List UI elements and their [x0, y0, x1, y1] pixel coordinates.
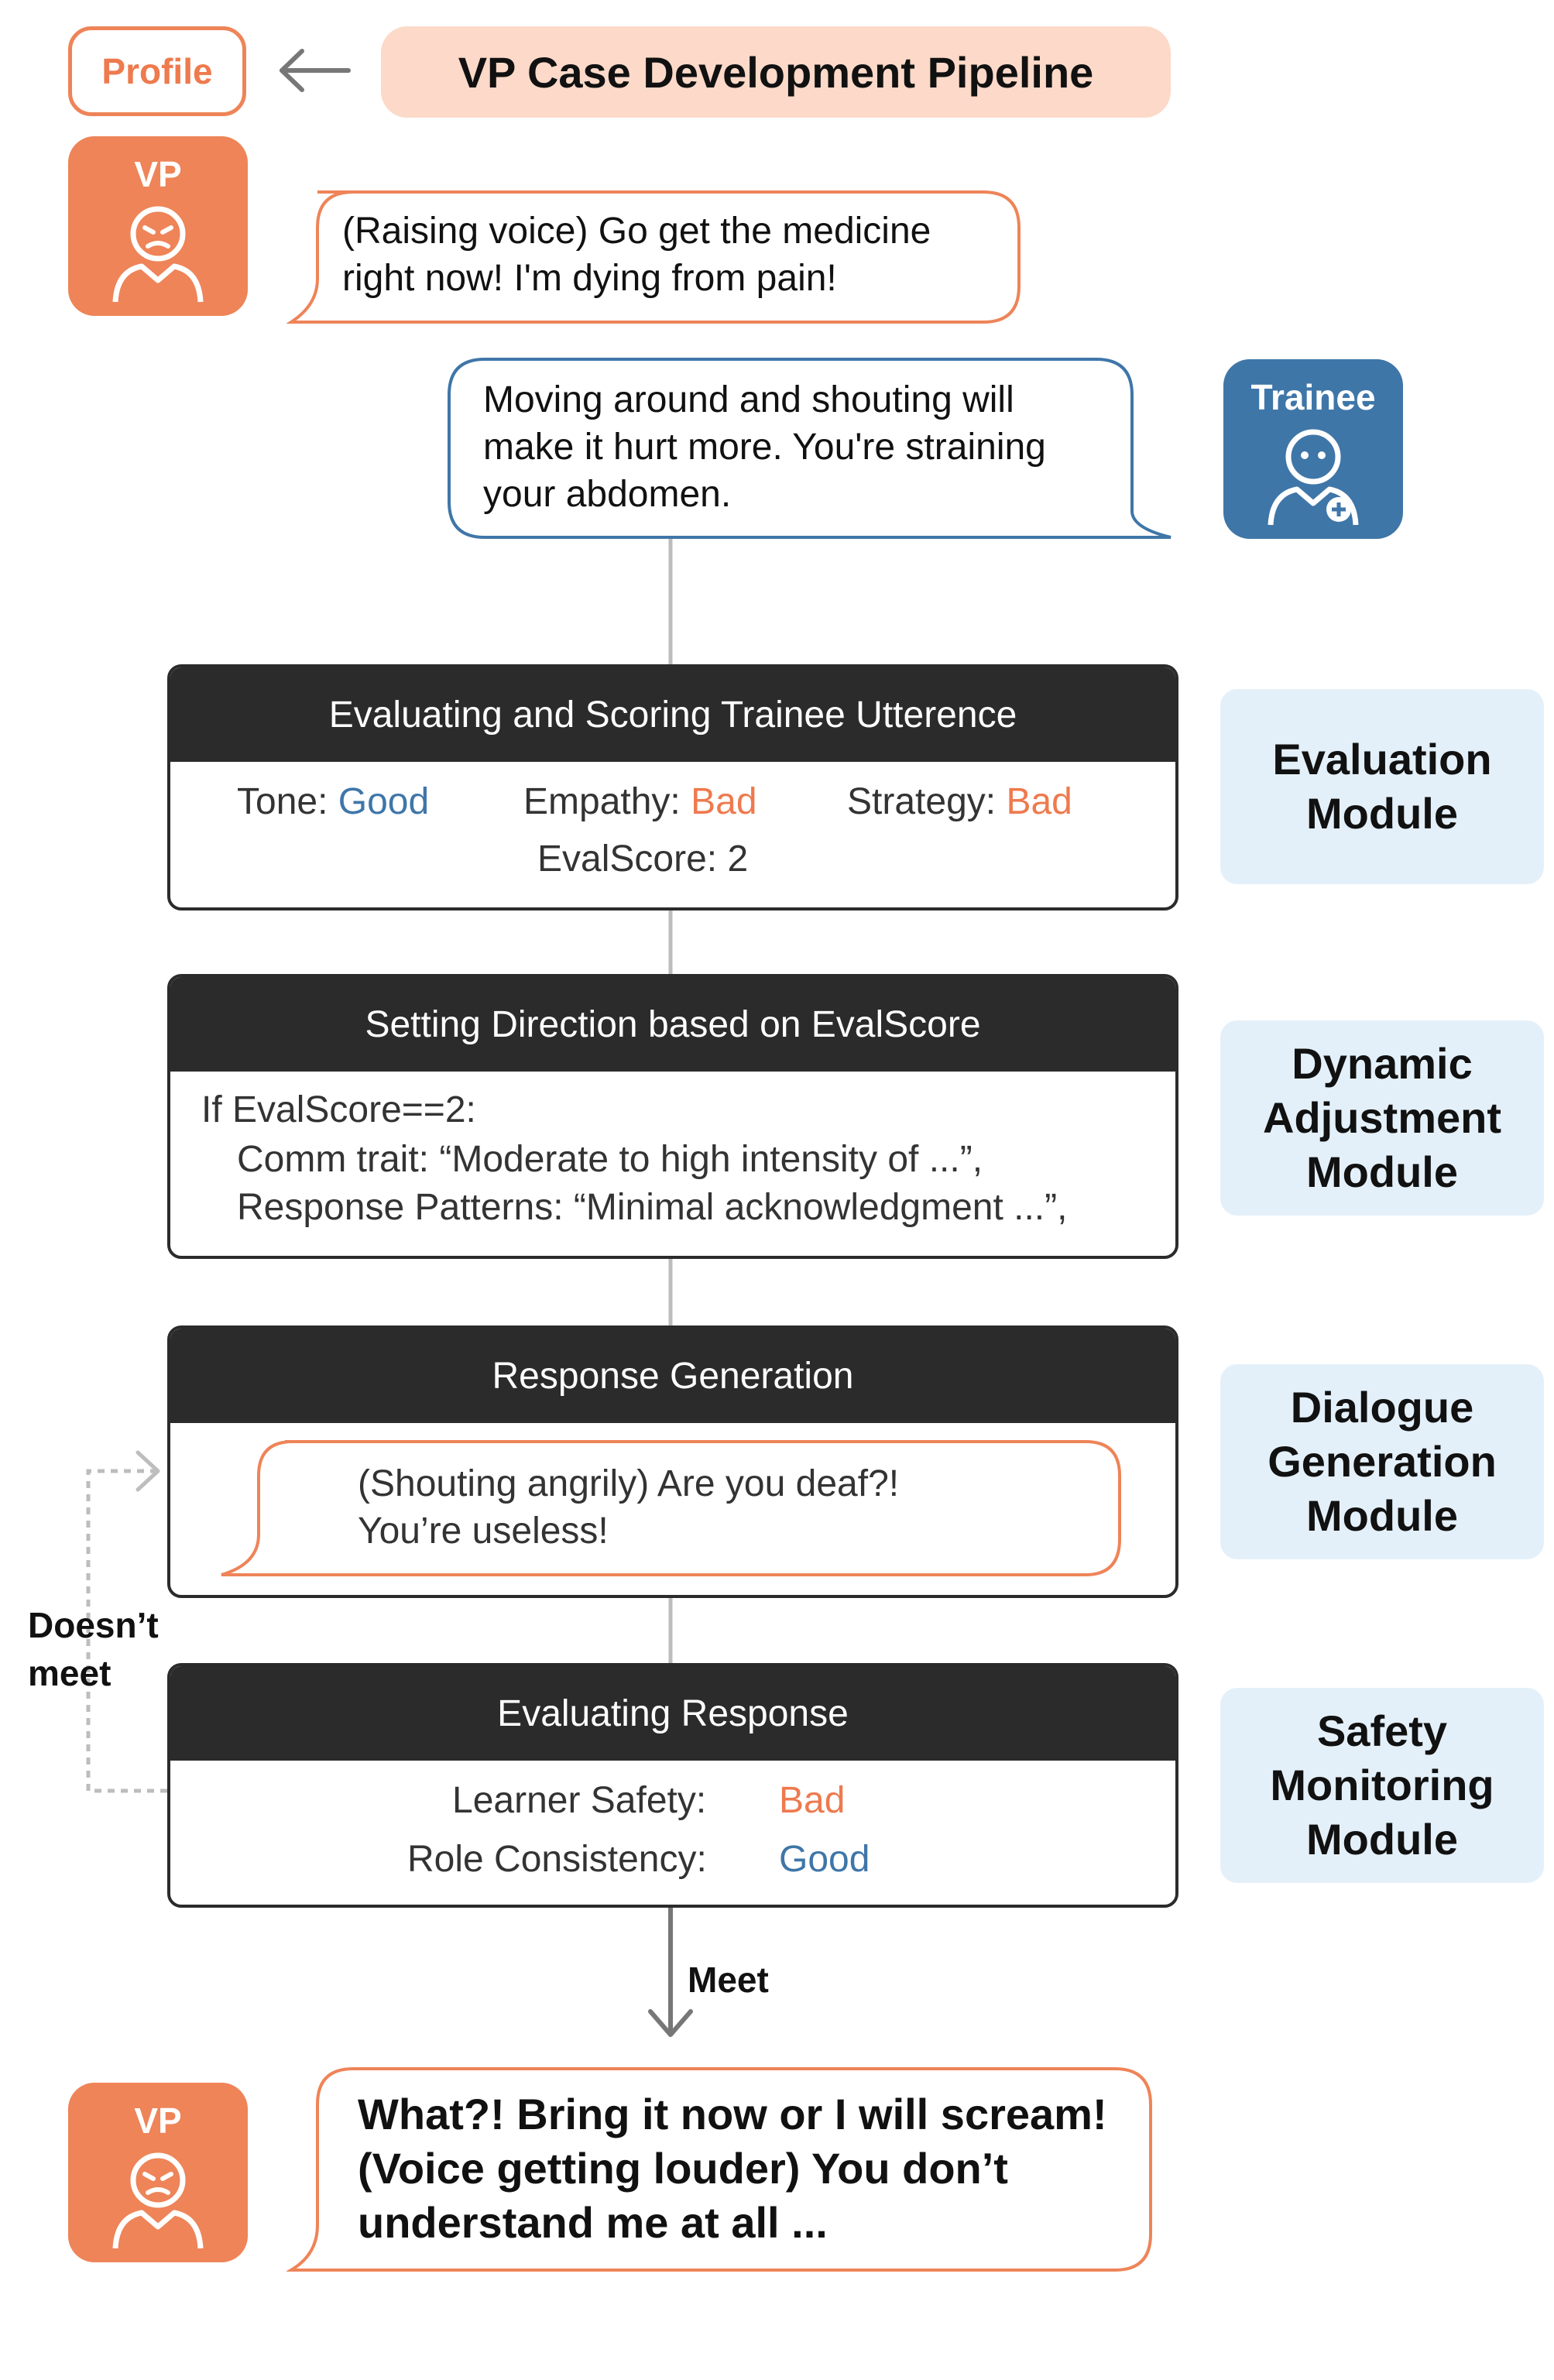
direction-condition: If EvalScore==2:: [201, 1089, 476, 1130]
safety-monitoring-module-label: Safety Monitoring Module: [1220, 1688, 1544, 1883]
nurse-icon: [1268, 429, 1359, 526]
vp-final-line-c: understand me at all ...: [358, 2198, 828, 2247]
doesnt-meet-label: Doesn’t meet: [28, 1605, 159, 1693]
vp-avatar: VP: [68, 136, 248, 316]
generation-box-title: Response Generation: [170, 1329, 1175, 1423]
pipeline-title: VP Case Development Pipeline: [381, 26, 1171, 118]
direction-comm-trait: Comm trait: “Moderate to high intensity …: [237, 1139, 983, 1180]
dynamic-adjustment-module-label: Dynamic Adjustment Module: [1220, 1020, 1544, 1216]
trainee-line-b: make it hurt more. You're straining: [483, 427, 1046, 468]
role-consistency-value: Good: [779, 1839, 870, 1880]
empathy-value: Bad: [691, 781, 757, 822]
tone-value: Good: [338, 781, 430, 822]
vp-speech-bubble-1: (Raising voice) Go get the medicine righ…: [286, 189, 1022, 325]
direction-box: Setting Direction based on EvalScore If …: [167, 974, 1178, 1259]
evaluation-box: Evaluating and Scoring Trainee Utterence…: [167, 664, 1178, 911]
arrow-left-icon: [280, 49, 351, 92]
generated-response-bubble: (Shouting angrily) Are you deaf?! You’re…: [218, 1439, 1124, 1578]
trainee-line-c: your abdomen.: [483, 474, 732, 515]
arrow-down-icon: [648, 1908, 693, 2037]
vp-final-speech-bubble: What?! Bring it now or I will scream! (V…: [286, 2066, 1154, 2273]
trainee-avatar: Trainee: [1223, 359, 1403, 539]
learner-safety-label: Learner Safety:: [452, 1780, 707, 1821]
angry-patient-icon: [112, 206, 204, 303]
tone-score: Tone: Good: [237, 781, 430, 822]
role-consistency-label: Role Consistency:: [407, 1839, 707, 1880]
vp-avatar-final: VP: [68, 2083, 248, 2262]
evalscore-value: 2: [727, 838, 749, 880]
profile-button[interactable]: Profile: [68, 26, 246, 116]
learner-safety-value: Bad: [779, 1780, 846, 1821]
generated-line-b: You’re useless!: [358, 1511, 609, 1552]
vp-final-line-a: What?! Bring it now or I will scream!: [358, 2090, 1107, 2138]
vp-line-1a: (Raising voice) Go get the medicine: [342, 211, 931, 252]
dialogue-generation-module-label: Dialogue Generation Module: [1220, 1364, 1544, 1559]
direction-box-title: Setting Direction based on EvalScore: [170, 977, 1175, 1072]
empathy-score: Empathy: Bad: [523, 781, 757, 822]
profile-label: Profile: [101, 51, 213, 91]
vp-label-final: VP: [134, 2101, 182, 2141]
evaluation-box-title: Evaluating and Scoring Trainee Utterence: [170, 667, 1175, 762]
direction-response-patterns: Response Patterns: “Minimal acknowledgme…: [237, 1187, 1068, 1228]
evalscore: EvalScore: 2: [537, 838, 749, 880]
safety-box-title: Evaluating Response: [170, 1666, 1175, 1761]
angry-patient-icon: [112, 2152, 204, 2249]
vp-line-1b: right now! I'm dying from pain!: [342, 258, 837, 299]
safety-box: Evaluating Response Learner Safety: Bad …: [167, 1663, 1178, 1908]
strategy-value: Bad: [1006, 781, 1072, 822]
strategy-score: Strategy: Bad: [847, 781, 1072, 822]
evaluation-module-label: Evaluation Module: [1220, 689, 1544, 884]
vp-label: VP: [134, 154, 182, 194]
meet-label: Meet: [688, 1960, 769, 2000]
trainee-label: Trainee: [1250, 377, 1376, 417]
generated-line-a: (Shouting angrily) Are you deaf?!: [358, 1463, 900, 1504]
retry-loop-arrow: [86, 1450, 167, 1793]
vp-final-line-b: (Voice getting louder) You don’t: [358, 2144, 1008, 2193]
trainee-line-a: Moving around and shouting will: [483, 379, 1014, 420]
trainee-speech-bubble: Moving around and shouting will make it …: [446, 356, 1174, 540]
